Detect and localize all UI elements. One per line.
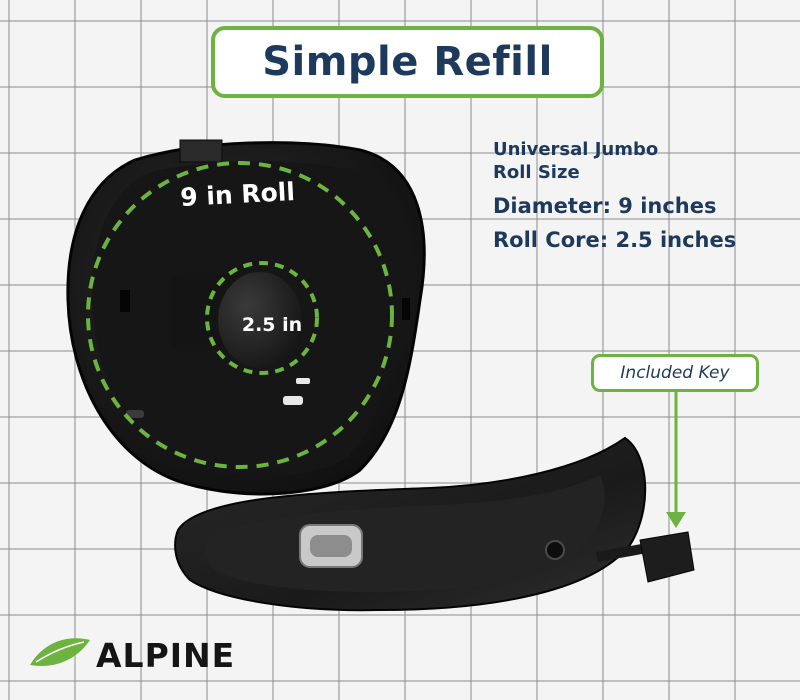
title-banner: Simple Refill: [211, 26, 604, 98]
brand-name: ALPINE: [96, 636, 236, 675]
brand-logo: ALPINE: [30, 636, 235, 675]
spec-core: Roll Core: 2.5 inches: [493, 228, 737, 252]
core-diameter-ring: [205, 261, 319, 375]
roll-size-label: 9 in Roll: [180, 177, 296, 212]
spec-line-universal: Universal Jumbo: [493, 139, 659, 160]
key-icon: [596, 531, 695, 583]
included-key-callout: Included Key: [591, 354, 759, 392]
dispenser-lid: [174, 436, 647, 612]
alpine-leaf-icon: [30, 638, 90, 666]
spec-line-roll-size: Roll Size: [493, 162, 580, 183]
page-title: Simple Refill: [262, 39, 553, 85]
roll-core-hub: [172, 272, 302, 368]
included-key-label: Included Key: [620, 363, 730, 383]
spec-block: Universal Jumbo Roll Size Diameter: 9 in…: [493, 138, 793, 256]
roll-diameter-ring: [86, 161, 394, 469]
core-size-label: 2.5 in: [242, 314, 302, 336]
logo-icon-spacer: [30, 655, 92, 656]
key-arrow: [666, 392, 686, 528]
spec-diameter: Diameter: 9 inches: [493, 194, 717, 218]
